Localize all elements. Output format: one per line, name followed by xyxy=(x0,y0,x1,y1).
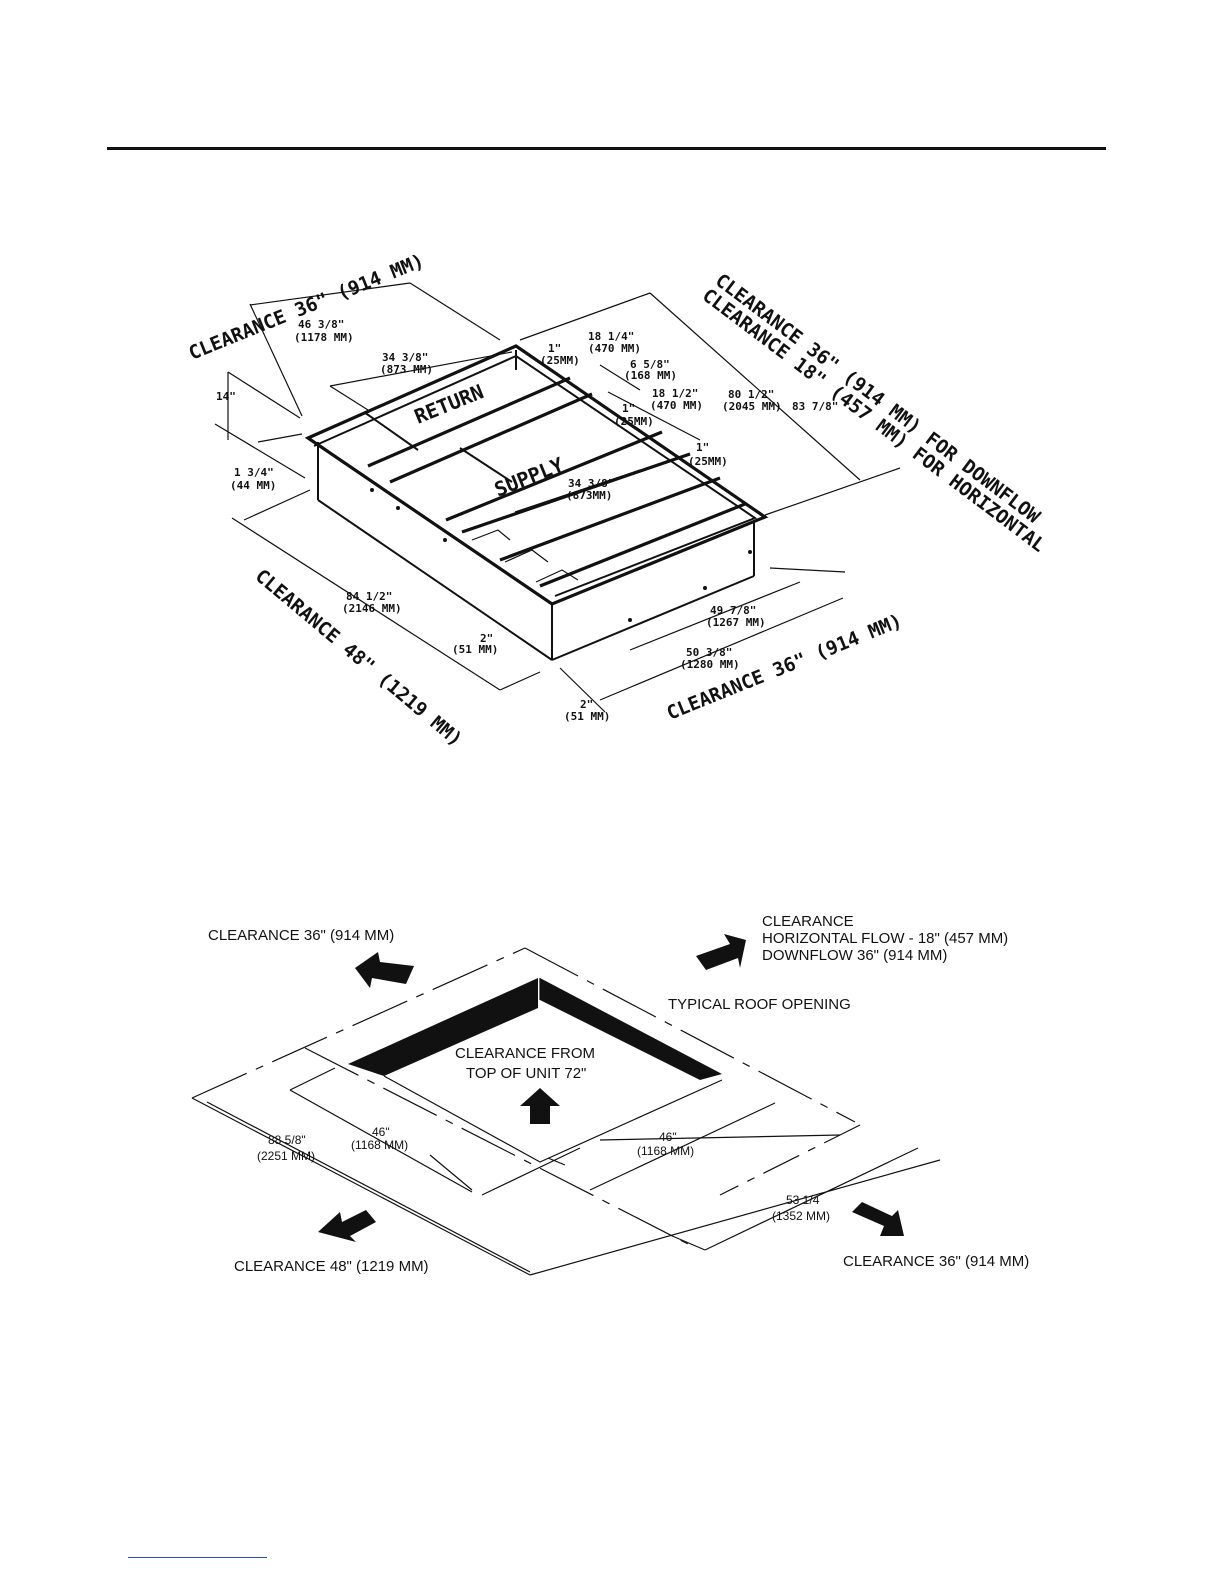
dim-1-a: 1" xyxy=(548,342,561,355)
dim-46-left: 46" xyxy=(372,1125,390,1139)
dim-84-1-2: 84 1/2" xyxy=(346,590,392,603)
clearance-from-top-2: TOP OF UNIT 72" xyxy=(466,1065,586,1082)
dim-84-1-2-mm: (2146 MM) xyxy=(342,602,402,615)
roof-opening-curb xyxy=(348,978,723,1163)
arrow-bottom-left-icon xyxy=(318,1210,376,1242)
dim-18-1-4: 18 1/4" xyxy=(588,330,634,343)
dim-1-b: 1" xyxy=(622,402,635,415)
dim-80-1-2-mm: (2045 MM) xyxy=(722,400,782,413)
dim-50-3-8-mm: (1280 MM) xyxy=(680,658,740,671)
dim-34-3-8-top: 34 3/8" xyxy=(382,351,428,364)
dim-46-3-8-mm: (1178 MM) xyxy=(294,331,354,344)
dim-1-a-mm: (25MM) xyxy=(540,354,580,367)
dim-34-3-8-top-mm: (873 MM) xyxy=(380,363,433,376)
dim-18-1-4-mm: (470 MM) xyxy=(588,342,641,355)
dim-18-1-2: 18 1/2" xyxy=(652,387,698,400)
roof-clearance-top-right-1: CLEARANCE xyxy=(762,913,854,930)
dim-1-3-4-mm: (44 MM) xyxy=(230,479,276,492)
dim-1-c-mm: (25MM) xyxy=(688,455,728,468)
roof-clearance-bottom-left: CLEARANCE 48" (1219 MM) xyxy=(234,1258,429,1275)
dim-2-b-mm: (51 MM) xyxy=(564,710,610,723)
arrow-top-right-icon xyxy=(696,934,746,970)
dim-53-1-4: 53 1/4 xyxy=(786,1193,820,1207)
page-header-rule xyxy=(107,147,1106,150)
dim-88-5-8: 88 5/8" xyxy=(268,1133,306,1147)
arrow-up-center-icon xyxy=(520,1088,560,1124)
dim-2-b: 2" xyxy=(580,698,593,711)
typical-roof-opening-label: TYPICAL ROOF OPENING xyxy=(668,996,851,1013)
dim-49-7-8-mm: (1267 MM) xyxy=(706,616,766,629)
dim-2-a: 2" xyxy=(480,632,493,645)
dim-1-c: 1" xyxy=(696,441,709,454)
curb-body xyxy=(304,344,769,661)
curb-dimension-lines xyxy=(214,282,901,713)
arrow-top-left-icon xyxy=(355,952,414,988)
roof-clearance-top-right-3: DOWNFLOW 36" (914 MM) xyxy=(762,947,947,964)
footer-link-rule xyxy=(128,1557,267,1558)
dim-46-right: 46" xyxy=(659,1130,677,1144)
dim-49-7-8: 49 7/8" xyxy=(710,604,756,617)
dim-6-5-8-mm: (168 MM) xyxy=(624,369,677,382)
dim-6-5-8: 6 5/8" xyxy=(630,358,670,371)
roof-clearance-top-left: CLEARANCE 36" (914 MM) xyxy=(208,927,394,944)
dim-1-b-mm: (25MM) xyxy=(614,415,654,428)
clearance-from-top-1: CLEARANCE FROM xyxy=(455,1045,595,1062)
dim-88-5-8-mm: (2251 MM) xyxy=(257,1149,315,1163)
dim-46-3-8: 46 3/8" xyxy=(298,318,344,331)
dim-2-a-mm: (51 MM) xyxy=(452,643,498,656)
arrow-bottom-right-icon xyxy=(852,1202,904,1236)
dim-34-3-8-mid-mm: (873MM) xyxy=(566,489,612,502)
roof-clearance-top-right-2: HORIZONTAL FLOW - 18" (457 MM) xyxy=(762,930,1008,947)
roof-clearance-bottom-right: CLEARANCE 36" (914 MM) xyxy=(843,1253,1029,1270)
dim-50-3-8: 50 3/8" xyxy=(686,646,732,659)
dim-14: 14" xyxy=(216,390,236,403)
dim-46-right-mm: (1168 MM) xyxy=(637,1144,694,1158)
curb-dimension-labels: 46 3/8" (1178 MM) 34 3/8" (873 MM) 14" 1… xyxy=(216,318,838,723)
dim-53-1-4-mm: (1352 MM) xyxy=(772,1209,830,1223)
clearance-arrows xyxy=(318,934,904,1242)
dim-34-3-8-mid: 34 3/8" xyxy=(568,477,614,490)
roof-curb-diagram: CLEARANCE 36" (914 MM) CLEARANCE 36" (91… xyxy=(186,250,1050,751)
dim-1-3-4: 1 3/4" xyxy=(234,466,274,479)
dim-46-left-mm: (1168 MM) xyxy=(351,1138,408,1152)
dim-80-1-2: 80 1/2" xyxy=(728,388,774,401)
clearance-outline xyxy=(191,947,941,1276)
dim-18-1-2-mm: (470 MM) xyxy=(650,399,703,412)
dim-83-7-8: 83 7/8" xyxy=(792,400,838,413)
